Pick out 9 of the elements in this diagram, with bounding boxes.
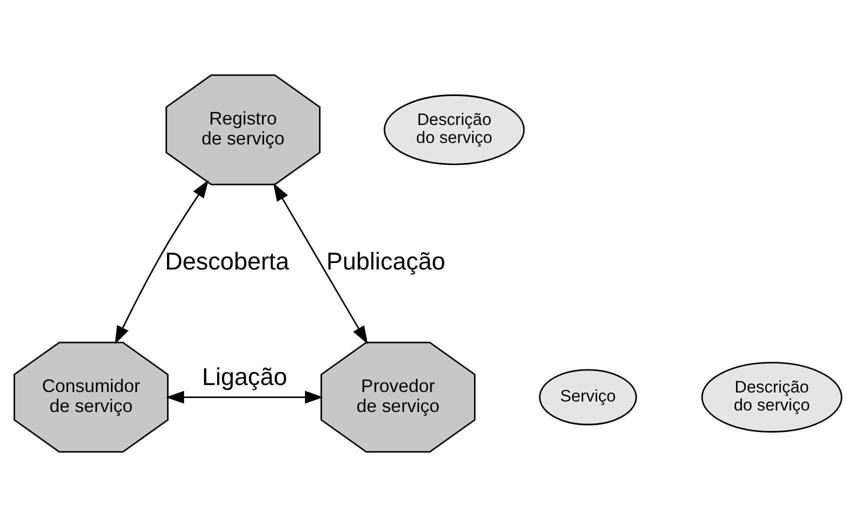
node-ellipse: Serviço [538,369,637,426]
arrow [166,390,324,404]
arrow [273,182,368,344]
node-ellipse: Descrição do serviço [701,362,842,433]
edge-label: Descoberta [164,248,290,276]
edge-label: Ligação [202,364,288,391]
node-ellipse: Descrição do serviço [384,94,525,166]
edge-label: Publicação [326,248,446,276]
arrow [114,180,209,344]
